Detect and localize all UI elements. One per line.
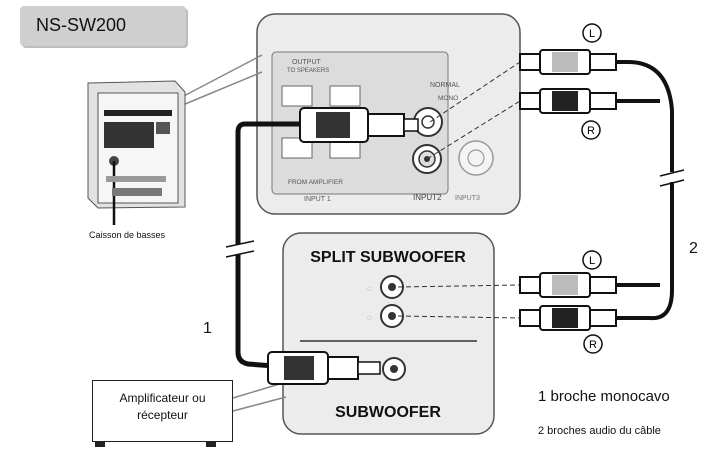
subwoofer-rear-panel: OUTPUT TO SPEAKERS FROM AMPLIFIER INPUT …	[256, 13, 521, 215]
svg-text:R: R	[589, 339, 597, 351]
from-amplifier-label: FROM AMPLIFIER	[288, 179, 343, 186]
input3-label: INPUT3	[455, 195, 480, 202]
svg-text:◌: ◌	[367, 313, 372, 322]
svg-text:R: R	[587, 125, 595, 137]
input2-label: INPUT2	[413, 193, 442, 202]
amplifier-label-line2: récepteur	[137, 408, 188, 422]
input3-jack	[458, 140, 494, 176]
subwoofer-out-jack	[382, 357, 406, 381]
subwoofer-title: SUBWOOFER	[335, 404, 441, 421]
legend-item-2: 2 broches audio du câble	[538, 425, 661, 437]
marker-l-bottom: L	[582, 250, 602, 270]
amp-foot-right	[206, 441, 216, 447]
receiver-mono-plug	[267, 351, 381, 385]
amplifier-box: Amplificateur ou récepteur	[92, 380, 233, 442]
rca-plug-left-bottom	[519, 272, 617, 298]
amp-foot-left	[95, 441, 105, 447]
to-speakers-label: TO SPEAKERS	[287, 68, 329, 74]
marker-r-top: R	[581, 120, 601, 140]
rca-plug-left-top	[519, 49, 617, 75]
marker-l-top: L	[582, 23, 602, 43]
input1-label: INPUT 1	[304, 196, 331, 203]
normal-label: NORMAL	[430, 82, 460, 89]
stereo-rca-cable	[519, 49, 685, 331]
output-label: OUTPUT	[292, 59, 322, 66]
rear-panel-mono-plug	[299, 107, 419, 143]
rca-plug-right-top	[519, 88, 617, 114]
callout-lines	[177, 54, 263, 108]
model-label: NS-SW200	[36, 15, 127, 35]
rca-plug-right-bottom	[519, 305, 617, 331]
amplifier-label-line1: Amplificateur ou	[119, 391, 206, 405]
label-number-2: 2	[689, 240, 698, 257]
dashed-guide-lines	[397, 61, 521, 319]
legend-item-1: 1 broche monocavo	[538, 388, 670, 405]
split-subwoofer-title: SPLIT SUBWOOFER	[310, 249, 466, 266]
svg-text:L: L	[589, 28, 595, 40]
label-number-1: 1	[203, 320, 212, 337]
svg-text:L: L	[589, 255, 595, 267]
amp-callout-lines	[232, 381, 287, 412]
marker-r-bottom: R	[583, 334, 603, 354]
svg-text:◌: ◌	[367, 284, 372, 293]
mono-jack	[413, 107, 443, 137]
mono-cable	[225, 121, 381, 385]
subwoofer-illustration	[87, 80, 186, 225]
subwoofer-caption: Caisson de basses	[89, 230, 166, 240]
model-label-tab: NS-SW200	[20, 6, 186, 46]
receiver-panel: SPLIT SUBWOOFER SUBWOOFER ◌ ◌	[282, 232, 495, 435]
mono-label: MONO	[438, 95, 458, 102]
